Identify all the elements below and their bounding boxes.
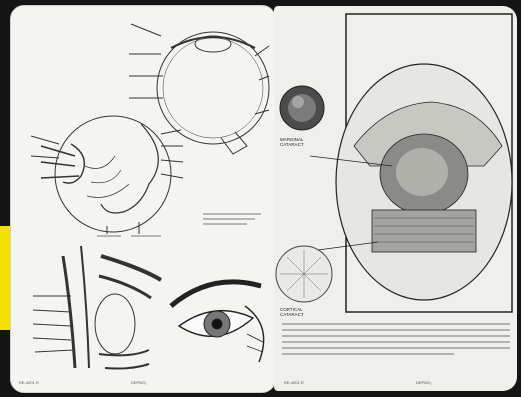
orbit-cross-section <box>33 246 161 369</box>
left-footer-logo: DEPBO₂ <box>131 380 147 385</box>
left-text-lines <box>97 214 261 236</box>
right-paragraph-lines <box>274 6 517 391</box>
left-footer-code: RE-4001 R <box>19 380 39 385</box>
right-footer-logo: DEPBO₂ <box>416 380 432 385</box>
left-page: RE-4001 R DEPBO₂ <box>10 5 276 393</box>
external-eye-drawing <box>171 282 264 362</box>
eye-head-diagram <box>31 116 183 234</box>
right-page: MARGINAL CATARACT CORTICAL CATARACT RE-4… <box>274 6 517 391</box>
left-page-drawings <box>11 6 275 392</box>
right-footer-code: RE-4001 R <box>284 380 304 385</box>
